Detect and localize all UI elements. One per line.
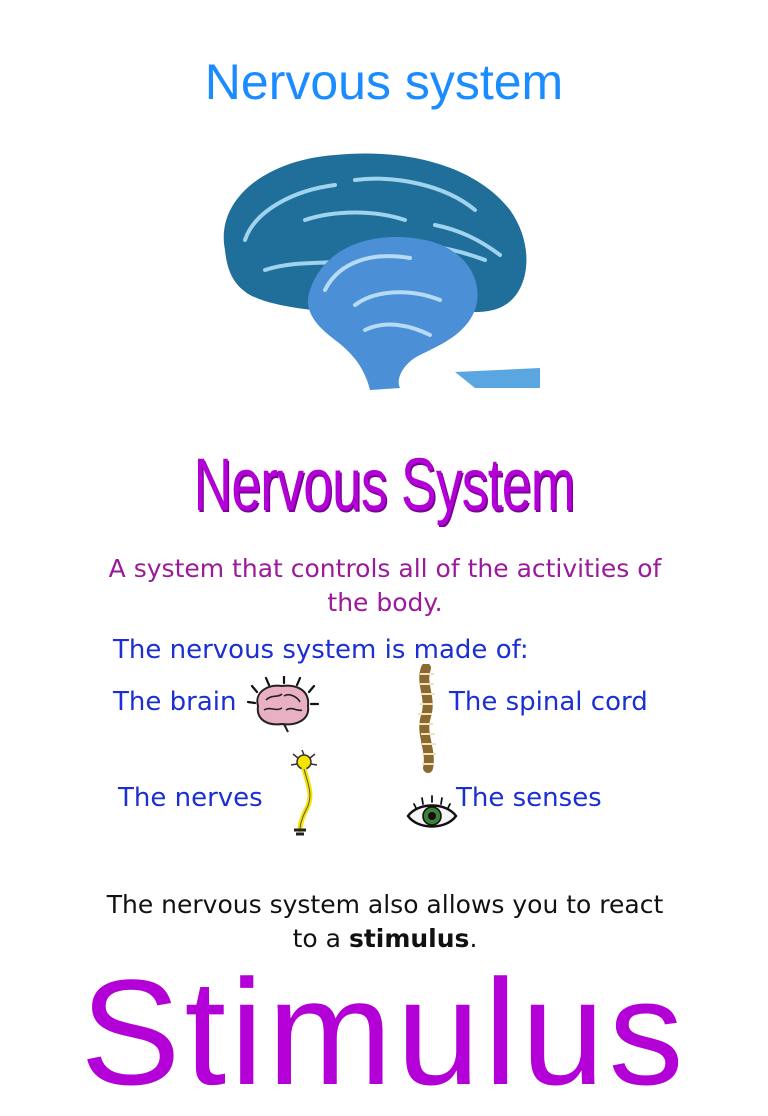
page-title: Nervous system [204, 54, 564, 110]
stimulus-sentence-end: . [469, 924, 478, 953]
stimulus-word: stimulus [348, 924, 470, 953]
spinal-cord-label: The spinal cord [449, 687, 648, 717]
definition-text: A system that controls all of the activi… [108, 554, 662, 617]
made-of-text: The nervous system is made of: [113, 635, 529, 665]
nerves-label: The nerves [118, 783, 263, 813]
eye-icon [406, 795, 458, 828]
senses-label: The senses [456, 783, 602, 813]
brain-label: The brain [113, 687, 237, 717]
brain-icon [246, 676, 320, 733]
spine-icon [418, 664, 436, 773]
wordart-title: Nervous System [193, 443, 575, 526]
stimulus-sentence: The nervous system also allows you to re… [100, 888, 670, 956]
stimulus-heading: Stimulus [80, 948, 688, 1116]
neuron-icon [290, 750, 318, 836]
brain-illustration [223, 153, 540, 390]
stimulus-sentence-start: The nervous system also allows you to re… [106, 890, 664, 953]
